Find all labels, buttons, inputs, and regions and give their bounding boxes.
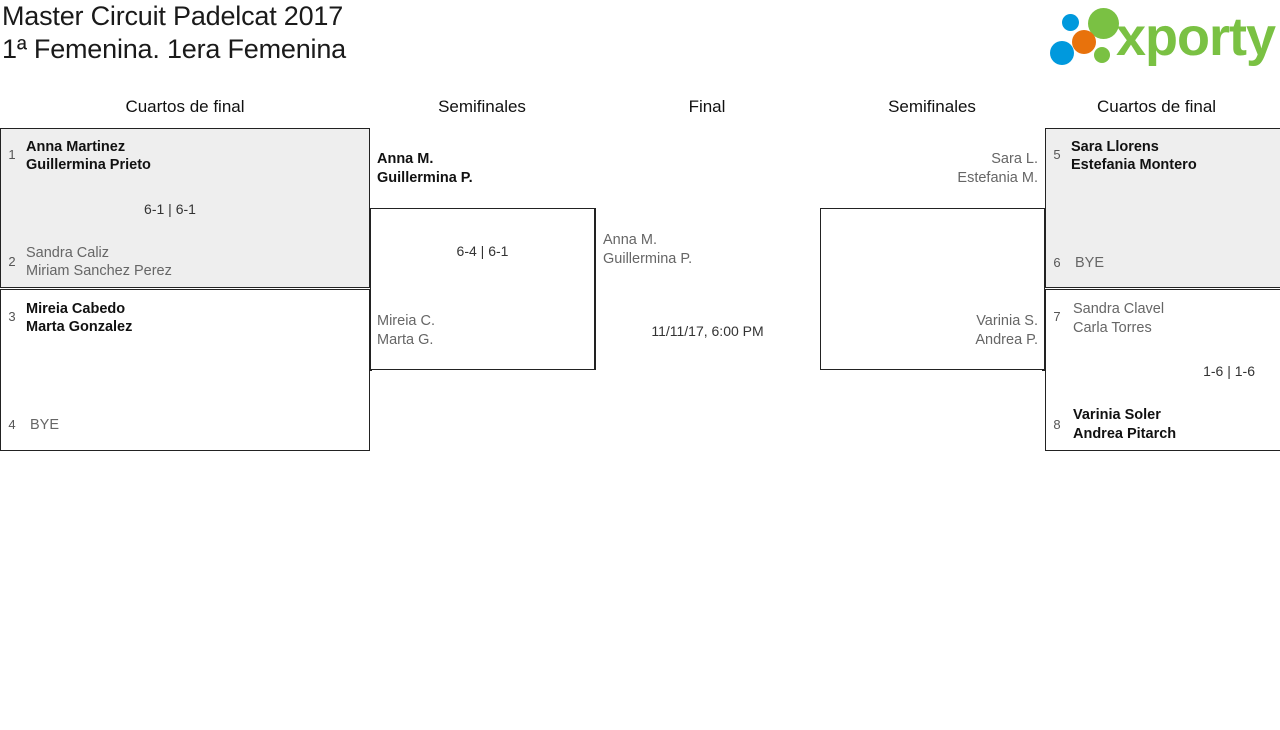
sf1-top-player2: Guillermina P. [377,170,473,186]
seed-number-1: 1 [8,147,16,162]
sf2-bottom-player2: Andrea P. [975,332,1038,348]
round-header-final: Final [688,97,726,116]
qf1-bottom-player2: Miriam Sanchez Perez [26,263,172,279]
qf4-score: 1-6 | 1-6 [1203,363,1255,379]
match-box-qf2[interactable] [0,289,370,451]
match-box-qf3[interactable] [1045,128,1280,288]
seed-number-5: 5 [1053,147,1061,162]
final-top-player1: Anna M. [603,232,657,248]
sf1-bottom-player1: Mireia C. [377,313,436,329]
category-title: 1ª Femenina. 1era Femenina [2,34,346,64]
connector-qf2-to-sf1 [369,370,372,371]
qf1-score: 6-1 | 6-1 [144,201,196,217]
qf3-bottom-player1: BYE [1075,255,1105,271]
connector-qf4-to-sf2 [1042,370,1046,371]
qf1-top-player2: Guillermina Prieto [26,157,151,173]
round-header-semifinales-right: Semifinales [888,97,976,116]
match-box-sf2[interactable] [820,208,1045,370]
match-box-qf1[interactable] [0,128,370,288]
qf1-top-player1: Anna Martinez [26,139,126,155]
seed-number-2: 2 [8,254,16,269]
sf1-score: 6-4 | 6-1 [456,243,509,259]
final-datetime: 11/11/17, 6:00 PM [651,323,764,339]
tournament-title: Master Circuit Padelcat 2017 [2,1,344,31]
qf2-bottom-player1: BYE [30,417,60,433]
final-top-player2: Guillermina P. [603,251,693,267]
logo-dot-green-small-icon [1094,47,1110,63]
xporty-logo[interactable]: xporty [1050,4,1276,70]
qf1-bottom-player1: Sandra Caliz [26,245,110,261]
match-box-qf4[interactable] [1045,289,1280,451]
qf2-top-player1: Mireia Cabedo [26,301,126,317]
logo-dot-orange-icon [1072,30,1096,54]
sf1-bottom-player2: Marta G. [377,332,434,348]
qf4-top-player2: Carla Torres [1073,320,1152,336]
sf2-top-player2: Estefania M. [957,170,1038,186]
seed-number-3: 3 [8,309,16,324]
qf4-bottom-player1: Varinia Soler [1073,407,1161,423]
round-header-semifinales-left: Semifinales [438,97,526,116]
logo-dot-blue-small-icon [1062,14,1079,31]
seed-number-8: 8 [1053,417,1061,432]
qf4-top-player1: Sandra Clavel [1073,301,1165,317]
sf2-bottom-player1: Varinia S. [976,313,1038,329]
round-header-cuartos-right: Cuartos de final [1097,97,1217,116]
logo-wordmark: xporty [1116,7,1276,67]
logo-dots-icon [1050,8,1122,66]
qf3-top-player1: Sara Llorens [1071,139,1159,155]
qf4-bottom-player2: Andrea Pitarch [1073,426,1177,442]
round-header-cuartos-left: Cuartos de final [125,97,245,116]
seed-number-6: 6 [1053,255,1061,270]
match-box-sf1[interactable] [370,208,595,370]
page-title: Master Circuit Padelcat 2017 1ª Femenina… [0,0,346,66]
qf3-top-player2: Estefania Montero [1071,157,1197,173]
connector-qf3-to-sf2 [1042,208,1046,209]
sf1-top-player1: Anna M. [377,151,434,167]
seed-number-4: 4 [8,417,16,432]
final-left-edge [595,208,596,370]
seed-number-7: 7 [1053,309,1061,324]
qf2-top-player2: Marta Gonzalez [26,319,133,335]
logo-dot-blue-large-icon [1050,41,1074,65]
sf2-top-player1: Sara L. [991,151,1038,167]
